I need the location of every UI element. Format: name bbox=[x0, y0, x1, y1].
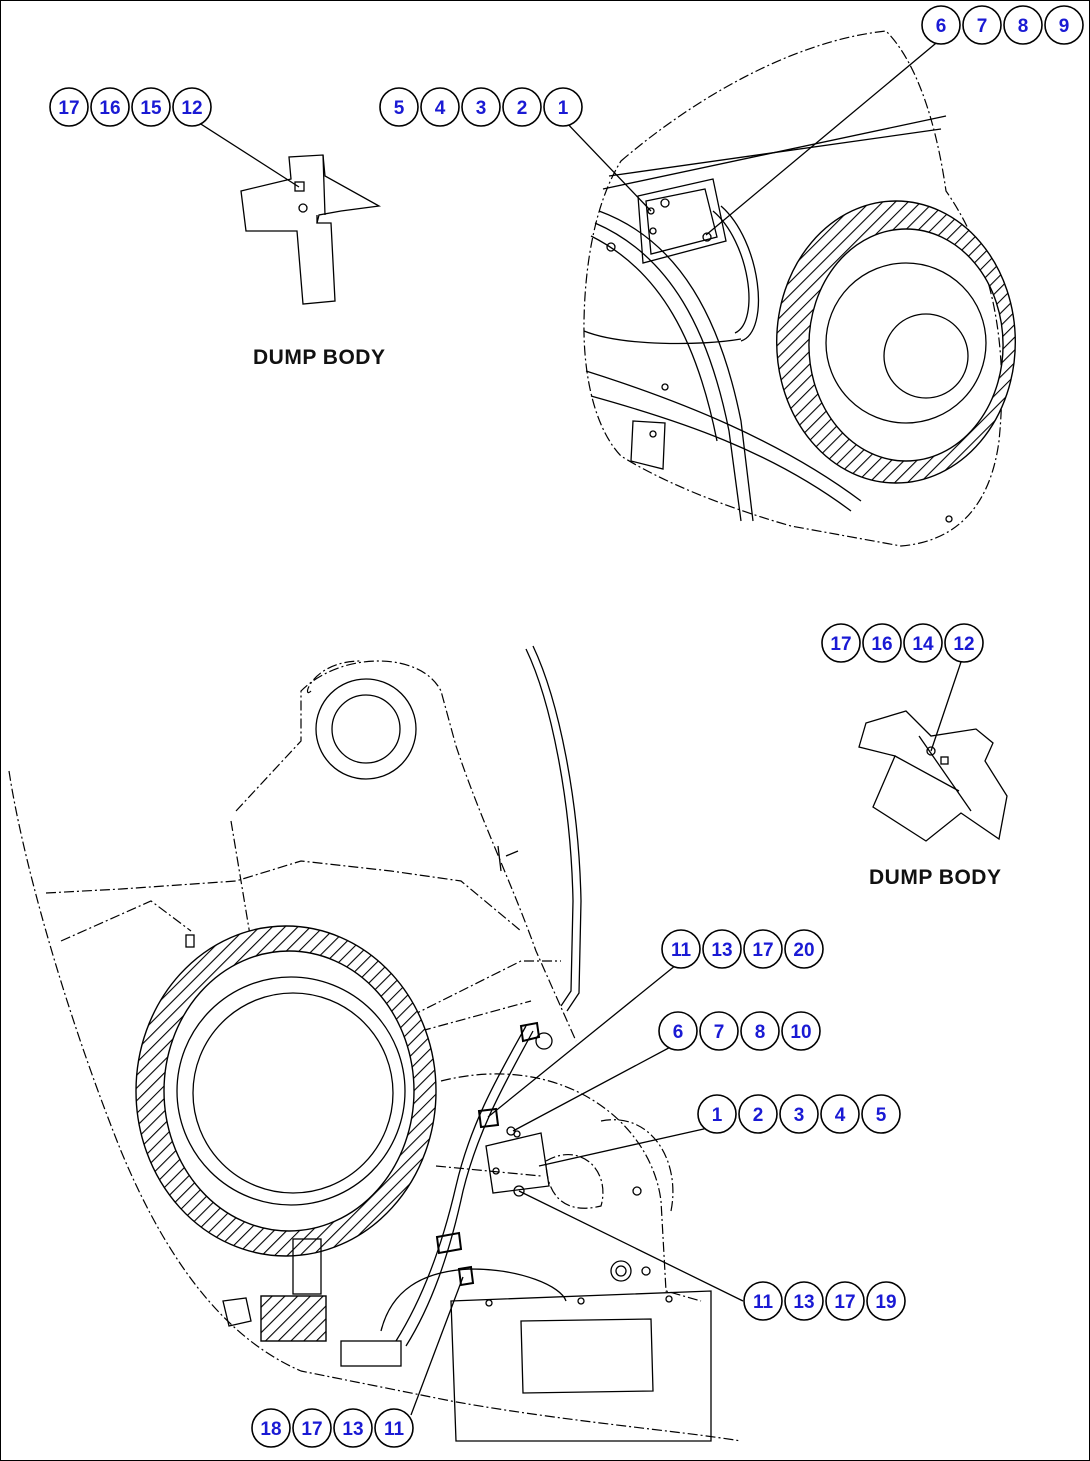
callout-number: 15 bbox=[140, 98, 162, 119]
callout-number: 16 bbox=[871, 634, 892, 655]
callout-bubble bbox=[172, 87, 212, 127]
callout-group-group-a: 11 13 17 20 bbox=[661, 929, 824, 969]
callout-number: 17 bbox=[58, 98, 79, 119]
callout-bubble bbox=[461, 87, 501, 127]
callout-bubble bbox=[784, 1281, 824, 1321]
callout-number: 2 bbox=[753, 1105, 764, 1126]
callout-number: 1 bbox=[558, 98, 569, 119]
callout-bubble bbox=[1044, 5, 1084, 45]
callout-bubble bbox=[944, 623, 984, 663]
callout-bubble bbox=[699, 1011, 739, 1051]
callout-number: 13 bbox=[342, 1419, 363, 1440]
callout-group-bottom: 18 17 13 11 bbox=[251, 1408, 414, 1448]
callout-bubble bbox=[784, 929, 824, 969]
callout-number: 11 bbox=[671, 940, 692, 961]
callout-number: 1 bbox=[712, 1105, 723, 1126]
callout-number: 17 bbox=[834, 1292, 855, 1313]
callout-bubble bbox=[921, 5, 961, 45]
callout-bubble bbox=[661, 929, 701, 969]
caption-dump-body-right: DUMP BODY bbox=[869, 866, 1001, 889]
callout-number: 13 bbox=[711, 940, 732, 961]
callout-bubble bbox=[543, 87, 583, 127]
callout-number: 12 bbox=[953, 634, 974, 655]
detail-main-assembly bbox=[8, 645, 742, 1442]
callout-bubble bbox=[738, 1094, 778, 1134]
callout-number: 6 bbox=[673, 1022, 684, 1043]
callout-number: 16 bbox=[99, 98, 120, 119]
callout-number: 19 bbox=[875, 1292, 896, 1313]
callout-bubble bbox=[292, 1408, 332, 1448]
callout-number: 3 bbox=[794, 1105, 805, 1126]
callout-number: 17 bbox=[830, 634, 851, 655]
callout-bubble bbox=[1003, 5, 1043, 45]
callout-bubble bbox=[862, 623, 902, 663]
callout-number: 11 bbox=[753, 1292, 774, 1313]
callout-group-top-left: 17 16 15 12 bbox=[49, 87, 212, 127]
callout-number: 2 bbox=[517, 98, 528, 119]
callout-bubble bbox=[374, 1408, 414, 1448]
callout-bubble bbox=[781, 1011, 821, 1051]
callout-bubble bbox=[779, 1094, 819, 1134]
callout-number: 4 bbox=[835, 1105, 846, 1126]
callout-bubble bbox=[697, 1094, 737, 1134]
callout-number: 3 bbox=[476, 98, 487, 119]
callout-bubble bbox=[821, 623, 861, 663]
callout-bubble bbox=[502, 87, 542, 127]
callout-number: 7 bbox=[977, 16, 988, 37]
callout-bubble bbox=[333, 1408, 373, 1448]
callout-number: 9 bbox=[1059, 16, 1070, 37]
leader-lines bbox=[192, 38, 963, 1416]
callout-number: 17 bbox=[752, 940, 773, 961]
callout-group-group-b: 6 7 8 10 bbox=[658, 1011, 821, 1051]
callout-number: 14 bbox=[912, 634, 934, 655]
caption-dump-body-top: DUMP BODY bbox=[253, 346, 385, 369]
callout-number: 8 bbox=[755, 1022, 766, 1043]
callout-bubble bbox=[740, 1011, 780, 1051]
callout-number: 17 bbox=[301, 1419, 322, 1440]
callout-bubble bbox=[962, 5, 1002, 45]
callout-number: 8 bbox=[1018, 16, 1029, 37]
callout-bubble bbox=[90, 87, 130, 127]
callout-bubble bbox=[131, 87, 171, 127]
callout-bubble bbox=[743, 1281, 783, 1321]
callout-bubble bbox=[743, 929, 783, 969]
callout-number: 5 bbox=[394, 98, 405, 119]
callout-bubble bbox=[820, 1094, 860, 1134]
callout-bubble bbox=[420, 87, 460, 127]
callout-number: 5 bbox=[876, 1105, 887, 1126]
callout-number: 20 bbox=[793, 940, 814, 961]
callout-number: 12 bbox=[181, 98, 202, 119]
detail-top-left-bracket bbox=[240, 154, 382, 305]
callout-number: 13 bbox=[793, 1292, 814, 1313]
detail-mid-right-bracket bbox=[858, 710, 1008, 842]
callout-number: 11 bbox=[384, 1419, 405, 1440]
callout-number: 18 bbox=[260, 1419, 281, 1440]
detail-top-right-assembly bbox=[583, 30, 1016, 547]
callout-bubble bbox=[861, 1094, 901, 1134]
callout-bubble bbox=[702, 929, 742, 969]
callout-bubble bbox=[866, 1281, 906, 1321]
callout-bubble bbox=[49, 87, 89, 127]
callout-bubble bbox=[379, 87, 419, 127]
callout-number: 10 bbox=[790, 1022, 811, 1043]
callout-number: 6 bbox=[936, 16, 947, 37]
callout-group-top-right: 6 7 8 9 bbox=[921, 5, 1084, 45]
callout-bubble bbox=[658, 1011, 698, 1051]
callout-group-top-center: 5 4 3 2 1 bbox=[379, 87, 583, 127]
callout-number: 7 bbox=[714, 1022, 725, 1043]
callout-group-mid-right: 17 16 14 12 bbox=[821, 623, 984, 663]
callout-number: 4 bbox=[435, 98, 446, 119]
callout-bubble bbox=[903, 623, 943, 663]
callout-group-group-d: 11 13 17 19 bbox=[743, 1281, 906, 1321]
callout-bubble bbox=[825, 1281, 865, 1321]
callout-bubble bbox=[251, 1408, 291, 1448]
callout-group-group-c: 1 2 3 4 5 bbox=[697, 1094, 901, 1134]
